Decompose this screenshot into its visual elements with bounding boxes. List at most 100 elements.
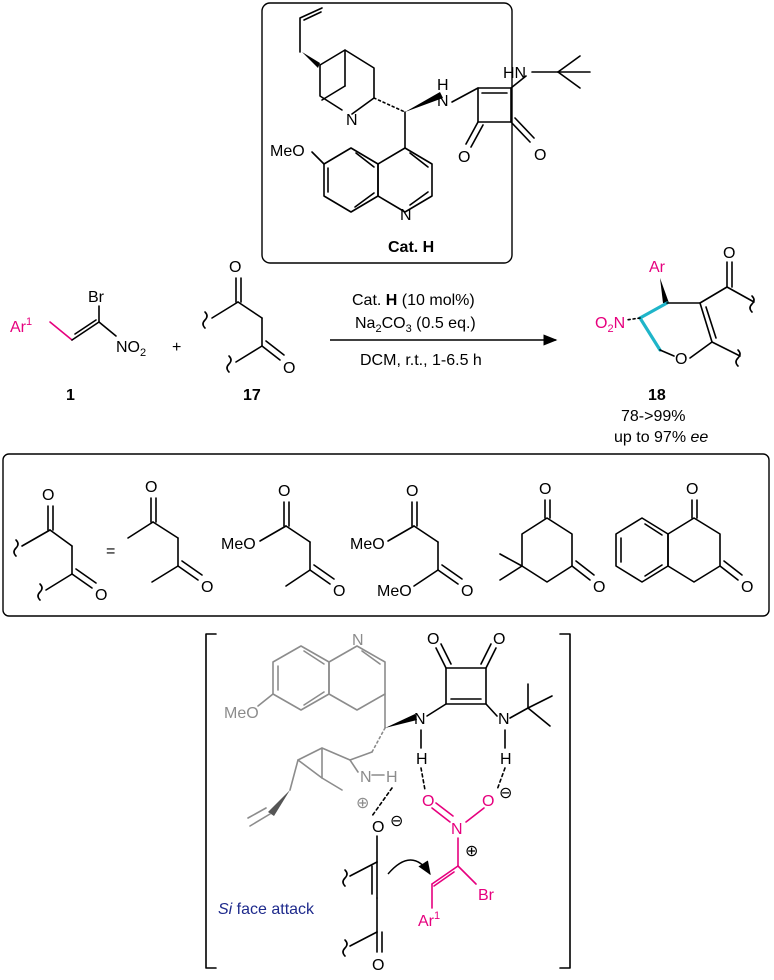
product-hashed-bond <box>625 317 641 321</box>
quinuclidine-bridge <box>319 64 343 111</box>
ome-bond <box>311 151 325 165</box>
oxo-2: O <box>534 147 546 164</box>
product-wedge <box>660 278 669 303</box>
amine-1-h: H <box>437 77 449 94</box>
ts-n2-bond <box>485 703 498 717</box>
quinuclidine-bridge-3 <box>321 85 346 101</box>
tetralone-co2-double <box>723 560 743 576</box>
generic-squiggle-2 <box>37 583 43 601</box>
ts-ketone-r <box>349 931 378 947</box>
ts-n-squaramide <box>426 703 447 717</box>
ketoester-ome <box>259 525 287 542</box>
tetralone-o2: O <box>741 579 753 596</box>
aryl-bond <box>49 321 73 341</box>
ring-oxygen: O <box>675 351 687 368</box>
ts-quinoline-n: N <box>352 632 364 649</box>
squiggle-2 <box>226 355 232 373</box>
product-yield: 78->99% <box>621 408 686 425</box>
quinoline-double-5 <box>354 192 375 208</box>
ketoester-o2: O <box>333 583 345 600</box>
ts-no-double <box>435 802 454 817</box>
ts-nitro-plus: ⊕ <box>465 843 478 860</box>
malonate-ome2 <box>413 569 439 587</box>
malonate-co2-double <box>441 564 463 580</box>
conditions-line-3: DCM, r.t., 1-6.5 h <box>360 352 482 369</box>
plus-sign: + <box>172 339 181 356</box>
ring-bond-3 <box>689 341 713 359</box>
acac-me1 <box>127 521 154 539</box>
ts-oxo-1: O <box>427 631 439 648</box>
product-new-bond-1 <box>638 301 669 320</box>
compound-18-label: 18 <box>648 387 666 404</box>
dimedone-o2: O <box>593 579 605 596</box>
quinoline-double-1 <box>409 152 429 168</box>
ts-tbu-me3 <box>527 707 551 727</box>
scope-frame <box>2 453 770 617</box>
malonate-meo-2: MeO <box>377 583 412 600</box>
generic-r2 <box>45 573 73 591</box>
vinyl-double-bond <box>303 11 322 21</box>
generic-o2: O <box>95 587 107 604</box>
ts-oxo-2: O <box>493 631 505 648</box>
quinoline-double-3 <box>355 152 375 168</box>
ketoester-co2 <box>309 569 331 585</box>
ts-bracket-left <box>205 633 217 969</box>
ts-c-br-bond <box>457 865 477 885</box>
hashed-bond <box>373 97 406 113</box>
ts-hbond-2 <box>496 767 506 791</box>
ts-oxo-2-double <box>480 643 492 665</box>
generic-ch2-1 <box>49 529 73 547</box>
product-18: Ar O O2N O 18 78->99% up to 97% ee <box>595 245 755 446</box>
ts-quinuclidine-bridge <box>297 759 343 791</box>
acac-me2 <box>151 565 179 583</box>
reactant-17: O O 17 <box>202 259 295 404</box>
ts-ome-bond <box>257 693 274 707</box>
dimedone-co2-double <box>575 560 595 576</box>
methoxy: MeO <box>270 143 305 160</box>
malonate-ch2-1 <box>413 525 439 543</box>
ts-no-bond-2 <box>465 807 485 823</box>
ts-quinoline-double-3 <box>303 691 325 706</box>
dicarbonyl-oxo-1: O <box>229 259 241 276</box>
ts-oxo-1-double <box>440 643 452 665</box>
ts-methoxy: MeO <box>224 705 259 722</box>
generic-o1: O <box>42 487 54 504</box>
generic-squiggle-1 <box>13 539 19 557</box>
ts-squiggle-1 <box>342 869 348 887</box>
ts-bracket-right <box>559 633 571 969</box>
acac-o1: O <box>145 479 157 496</box>
ts-quinoline-double-2 <box>303 650 325 665</box>
ts-nitro-o2: O <box>482 793 494 810</box>
ring-r <box>711 341 741 357</box>
quinoline-ring-b <box>377 147 433 213</box>
malonate-meo-1: MeO <box>350 536 385 553</box>
ketoester-ch2-1 <box>285 525 311 543</box>
wedge-bond <box>302 52 320 68</box>
aryl-label: Ar1 <box>10 316 32 336</box>
ts-quinuclidine-h: H <box>386 769 398 786</box>
ts-nitro-minus: ⊖ <box>499 785 512 802</box>
ts-curved-arrow <box>387 859 431 876</box>
ts-alkene-double <box>433 871 455 887</box>
catalyst-structure: N H N O O HN N MeO <box>261 2 591 264</box>
ring-bond-4 <box>659 349 675 357</box>
ts-bromo: Br <box>478 887 495 904</box>
acac-co2 <box>177 565 199 581</box>
malonate-ome1 <box>387 525 415 542</box>
ts-quinoline-ring-a <box>272 645 330 711</box>
ring-double <box>705 306 717 339</box>
substrate-scope: O O = O O O MeO O O <box>2 453 770 617</box>
compound-1-label: 1 <box>66 387 75 404</box>
transition-state: N MeO N H ⊕ N O O N H <box>205 631 571 974</box>
product-new-bond-2 <box>638 316 662 352</box>
product-oxo: O <box>723 245 735 262</box>
r-bond-1 <box>211 301 239 319</box>
equals-sign: = <box>106 543 115 560</box>
ts-quinoline-ring-b <box>328 645 386 711</box>
ring-bond-2 <box>699 302 713 343</box>
ts-alkene <box>431 865 459 885</box>
ts-wedge-nh <box>385 714 417 728</box>
quinuclidine-n: N <box>346 112 358 129</box>
ch2-bond-1 <box>237 301 263 319</box>
